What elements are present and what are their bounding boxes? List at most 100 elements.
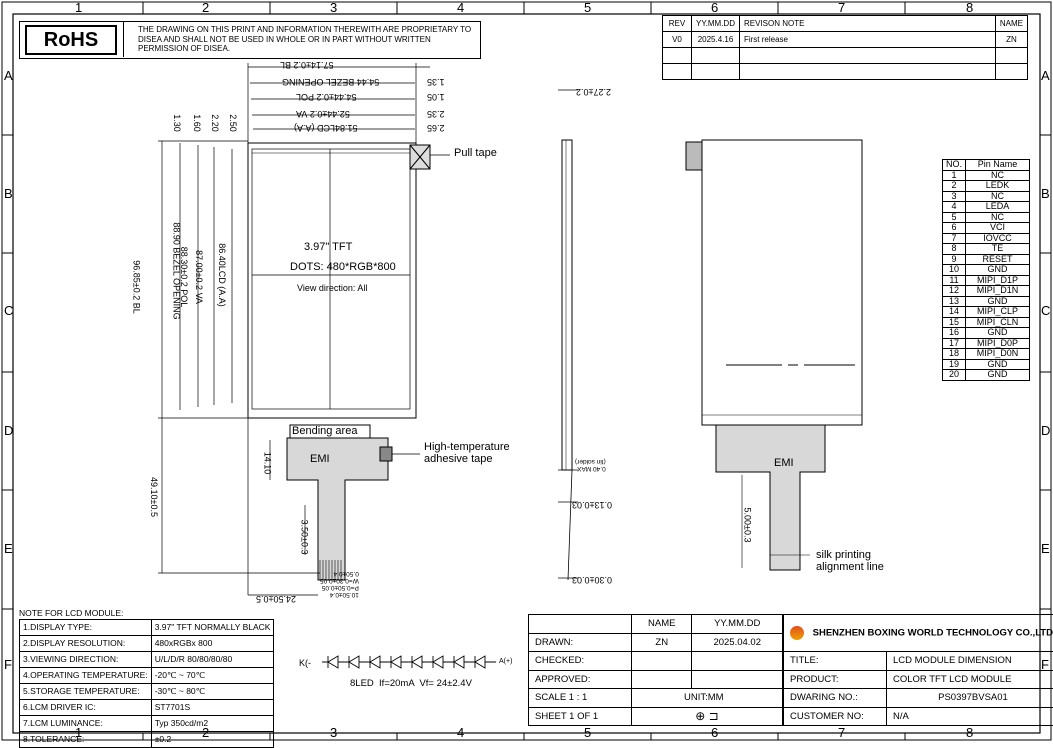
note-value: ST7701S	[151, 700, 274, 716]
side-max-dim: 0.40 MAX (tin solder)	[575, 458, 606, 472]
tb-customer-value: N/A	[887, 707, 1053, 726]
led-diode-icon	[328, 656, 338, 668]
zone-label-side: A	[4, 68, 13, 83]
pitch-dim: 10.50±0.4	[330, 591, 359, 598]
side-view-drawing	[548, 80, 598, 590]
tb-dwg-label: DWARING NO.:	[784, 689, 887, 708]
pin-name: NC	[966, 170, 1030, 181]
side-t2-dim: 0.30±0.03	[572, 575, 612, 585]
note-value: -30℃ ~ 80℃	[151, 684, 274, 700]
led-circuit	[300, 652, 525, 672]
note-label: 8.TOLERANCE:	[20, 732, 152, 748]
note-value: U/L/D/R 80/80/80/80	[151, 652, 274, 668]
led-anode-label: A(+)	[499, 658, 512, 665]
pin-name: MIPI_D0N	[966, 349, 1030, 360]
zone-label-bottom: 3	[330, 725, 337, 740]
note-label: 7.LCM LUMINANCE:	[20, 716, 152, 732]
zone-label-side: D	[4, 423, 13, 438]
pin-number: 9	[943, 254, 966, 265]
pin-number: 16	[943, 328, 966, 339]
dim-pol-height: 88.30±0.2 POL	[179, 247, 189, 307]
pin-name: GND	[966, 265, 1030, 276]
tb-date-header: YY.MM.DD	[692, 615, 783, 634]
pin-name: TE	[966, 244, 1030, 255]
zone-label-bottom: 6	[711, 725, 718, 740]
back-fpc	[716, 425, 825, 570]
dim-pol-width: 54.44±0.2 POL	[296, 92, 356, 102]
tb-drawn-date: 2025.04.02	[692, 633, 783, 652]
dim-va-height: 87.00±0.2 VA	[194, 250, 204, 304]
zone-label-side: D	[1041, 423, 1050, 438]
pin-name: RESET	[966, 254, 1030, 265]
fpc-finger-dim: 3.50±0.3	[299, 520, 309, 555]
dim-va-width: 52.44±0.2 VA	[296, 109, 350, 119]
tb-checked-label: CHECKED:	[529, 652, 632, 671]
tb-unit: UNIT:MM	[632, 689, 783, 708]
title-table: SHENZHEN BOXING WORLD TECHNOLOGY CO.,LTD…	[783, 614, 1053, 726]
pitch-dims: 10.50±0.4 P=0.50±0.05 W=0.30±0.05 0.50±0…	[320, 570, 359, 598]
tb-product-label: PRODUCT:	[784, 670, 887, 689]
zone-label-top: 8	[966, 0, 973, 15]
company-name: SHENZHEN BOXING WORLD TECHNOLOGY CO.,LTD	[813, 628, 1053, 639]
pin-name: MIPI_CLP	[966, 307, 1030, 318]
bending-area-label: Bending area	[292, 425, 357, 437]
pin-number: 2	[943, 181, 966, 192]
offset-left: 1.60	[192, 114, 202, 132]
note-label: 1.DISPLAY TYPE:	[20, 620, 152, 636]
pin-name: GND	[966, 296, 1030, 307]
rev-header: YY.MM.DD	[692, 16, 740, 32]
view-direction-label: View direction: All	[297, 283, 367, 293]
pin-number: 4	[943, 202, 966, 213]
rev-header: NAME	[995, 16, 1027, 32]
offset-top: 2.65	[427, 123, 445, 133]
company-logo-icon	[790, 626, 804, 640]
rohs-badge: RoHS	[25, 25, 117, 55]
note-label: 2.DISPLAY RESOLUTION:	[20, 636, 152, 652]
dots-label: DOTS: 480*RGB*800	[290, 261, 396, 273]
note-row: 2.DISPLAY RESOLUTION:480xRGBx 800	[20, 636, 274, 652]
front-view-drawing	[140, 55, 560, 615]
offset-left: 2.20	[210, 114, 220, 132]
offset-top: 1.35	[427, 77, 445, 87]
offset-top: 1.05	[427, 92, 445, 102]
pin-number: 5	[943, 212, 966, 223]
zone-label-bottom: 7	[838, 725, 845, 740]
note-row: 5.STORAGE TEMPERATURE:-30℃ ~ 80℃	[20, 684, 274, 700]
projection-symbol: ⊕ ⊐	[632, 707, 783, 726]
zone-label-top: 6	[711, 0, 718, 15]
offset-left: 2.50	[228, 114, 238, 132]
back-view-drawing	[680, 130, 890, 580]
pin-name: NC	[966, 212, 1030, 223]
pin-name: GND	[966, 370, 1030, 381]
led-cathode-label: K(-	[299, 658, 311, 668]
silk-print-label: silk printing alignment line	[816, 549, 884, 573]
rev-header: REV	[663, 16, 692, 32]
pin-number: 17	[943, 338, 966, 349]
pin-number: 18	[943, 349, 966, 360]
notes-title: NOTE FOR LCD MODULE:	[19, 608, 123, 618]
note-row: 7.LCM LUMINANCE:Typ 350cd/m2	[20, 716, 274, 732]
pin-number: 6	[943, 223, 966, 234]
zone-label-side: F	[4, 657, 12, 672]
tb-drawn-name: ZN	[632, 633, 692, 652]
note-label: 6.LCM DRIVER IC:	[20, 700, 152, 716]
pin-name: MIPI_D0P	[966, 338, 1030, 349]
tb-title-value: LCD MODULE DIMENSION	[887, 652, 1053, 671]
offset-left: 1.30	[172, 114, 182, 132]
pin-number: 13	[943, 296, 966, 307]
tb-dwg-value: PS0397BVSA01	[887, 689, 1053, 708]
tb-customer-label: CUSTOMER NO:	[784, 707, 887, 726]
fpc-length-dim: 49.10±0.5	[149, 477, 159, 517]
zone-label-top: 2	[202, 0, 209, 15]
rev-cell: ZN	[995, 32, 1027, 48]
